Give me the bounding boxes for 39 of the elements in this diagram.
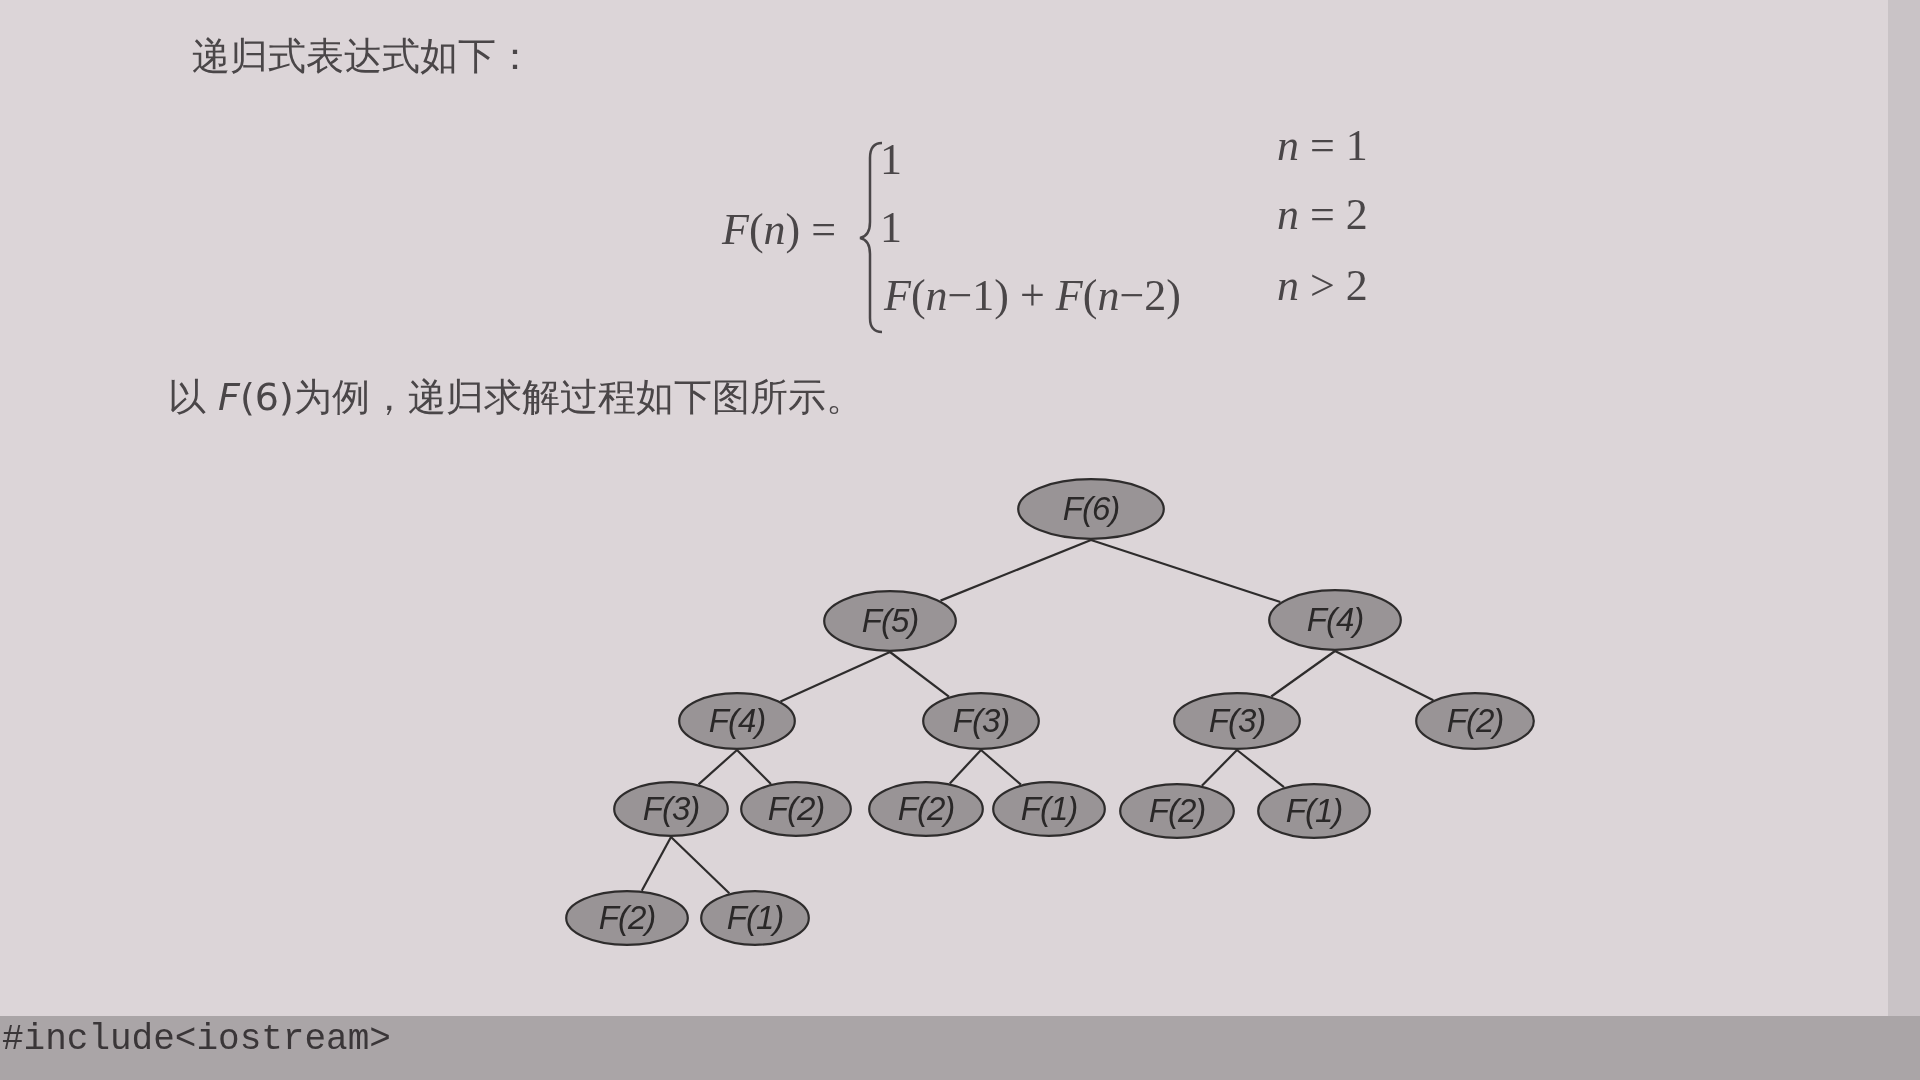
node-label: F(2) — [897, 790, 955, 828]
node-label: F(1) — [1020, 790, 1078, 828]
connector-line — [1090, 538, 1281, 604]
formula-value: 1 — [880, 204, 902, 253]
node-label: F(6) — [1062, 490, 1120, 528]
connector-line — [1236, 749, 1285, 789]
node-label: F(3) — [642, 790, 700, 828]
formula-recurrence: F(n−1) + F(n−2) — [884, 272, 1181, 321]
connector-line — [670, 836, 731, 895]
node-label: F(4) — [708, 702, 766, 740]
connector-line — [736, 749, 772, 785]
connector-line — [889, 651, 950, 698]
formula-condition: n = 2 — [1277, 191, 1368, 240]
formula-lhs: F(n) = — [722, 206, 836, 255]
node-label: F(1) — [726, 899, 784, 937]
node-label: F(2) — [1446, 702, 1504, 740]
formula-value: 1 — [880, 136, 902, 185]
node-label: F(3) — [952, 702, 1010, 740]
node-label: F(3) — [1208, 702, 1266, 740]
connector-line — [1201, 749, 1238, 787]
node-label: F(4) — [1306, 601, 1364, 639]
connector-line — [940, 538, 1092, 602]
connector-line — [1334, 650, 1434, 702]
connector-line — [1270, 650, 1336, 698]
connector-line — [780, 651, 891, 703]
heading-text: 递归式表达式如下： — [192, 36, 534, 78]
node-label: F(2) — [1148, 792, 1206, 830]
node-label: F(1) — [1285, 792, 1343, 830]
code-line: #include<iostream> — [2, 1020, 391, 1060]
connector-line — [949, 749, 982, 785]
node-label: F(2) — [767, 790, 825, 828]
connector-line — [640, 836, 672, 892]
node-label: F(2) — [598, 899, 656, 937]
intro-text: 以 F(6)为例，递归求解过程如下图所示。 — [168, 377, 864, 419]
formula-condition: n > 2 — [1277, 262, 1368, 311]
formula-condition: n = 1 — [1277, 122, 1368, 171]
connector-line — [697, 749, 738, 786]
node-label: F(5) — [861, 602, 919, 640]
connector-line — [980, 749, 1022, 786]
